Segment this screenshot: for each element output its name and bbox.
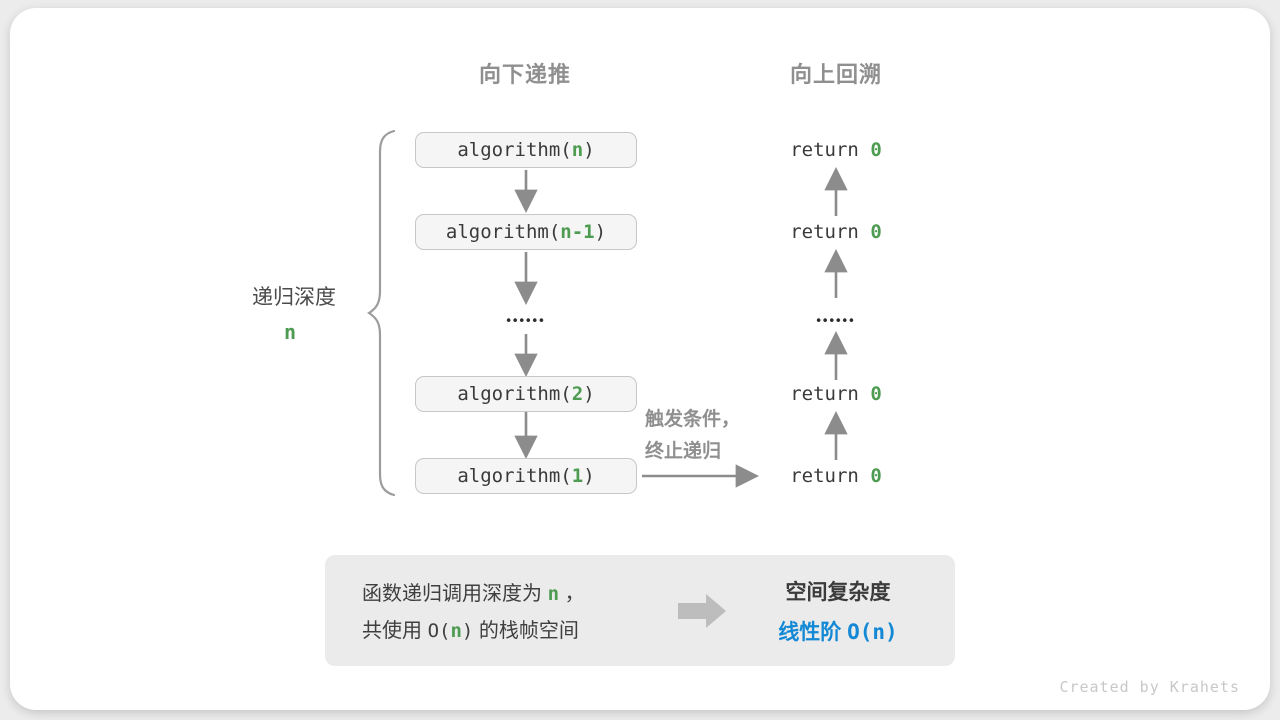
call-arg: 2 <box>571 383 584 405</box>
call-arg: n <box>571 139 584 161</box>
call-text: ) <box>583 139 595 161</box>
space-complexity-value: 线性阶 O(n) <box>778 616 897 646</box>
summary-box <box>325 555 955 666</box>
call-text: algorithm( <box>445 221 561 243</box>
summary-line1-post: ， <box>559 583 585 605</box>
algorithm-call-box: algorithm(1) <box>415 458 637 494</box>
complexity-notation: O(n) <box>847 620 898 644</box>
credit-text: Created by Krahets <box>1059 678 1240 696</box>
header-recurse-down: 向下递推 <box>478 62 572 87</box>
call-text: algorithm( <box>457 465 572 487</box>
return-value: 0 <box>870 465 882 487</box>
summary-line2-post: 的栈帧空间 <box>473 620 579 642</box>
summary-line2-code-pre: O( <box>427 620 451 642</box>
return-keyword: return <box>790 221 871 243</box>
ellipsis-dots: •••••• <box>506 312 546 328</box>
summary-line2-arg: n <box>450 620 462 642</box>
call-arg: n-1 <box>560 221 595 243</box>
depth-label: 递归深度 <box>252 286 336 309</box>
return-keyword: return <box>790 139 871 161</box>
summary-line1-arg: n <box>547 583 560 605</box>
return-statement: return 0 <box>790 465 882 487</box>
space-complexity-title: 空间复杂度 <box>785 581 891 604</box>
trigger-annotation: 触发条件， 终止递归 <box>645 404 740 468</box>
call-text: ) <box>583 465 595 487</box>
return-statement: return 0 <box>790 221 882 243</box>
complexity-order-label: 线性阶 <box>778 621 848 644</box>
return-keyword: return <box>790 383 871 405</box>
ellipsis-dots: •••••• <box>816 312 856 328</box>
summary-line2-code-post: ) <box>461 620 474 642</box>
return-statement: return 0 <box>790 383 882 405</box>
return-value: 0 <box>870 383 882 405</box>
return-statement: return 0 <box>790 139 882 161</box>
algorithm-call-box: algorithm(2) <box>415 376 637 412</box>
return-keyword: return <box>790 465 871 487</box>
algorithm-call-box: algorithm(n-1) <box>415 214 637 250</box>
summary-line1: 函数递归调用深度为 n ， <box>362 583 585 605</box>
right-block-arrow-icon <box>678 594 726 628</box>
trigger-line1: 触发条件， <box>645 409 741 430</box>
trigger-line2: 终止递归 <box>645 441 722 462</box>
call-arg: 1 <box>571 465 584 487</box>
return-value: 0 <box>870 221 882 243</box>
summary-line1-pre: 函数递归调用深度为 <box>362 583 548 605</box>
call-text: ) <box>583 383 595 405</box>
call-text: algorithm( <box>457 139 572 161</box>
return-value: 0 <box>870 139 882 161</box>
call-text: ) <box>594 221 607 243</box>
summary-text: 函数递归调用深度为 n ，共使用 O(n) 的栈帧空间 <box>362 576 585 650</box>
depth-value: n <box>283 320 297 344</box>
summary-line2-pre: 共使用 <box>362 620 428 642</box>
algorithm-call-box: algorithm(n) <box>415 132 637 168</box>
header-backtrack-up: 向上回溯 <box>789 62 883 87</box>
call-text: algorithm( <box>457 383 572 405</box>
summary-line2: 共使用 O(n) 的栈帧空间 <box>362 620 579 642</box>
